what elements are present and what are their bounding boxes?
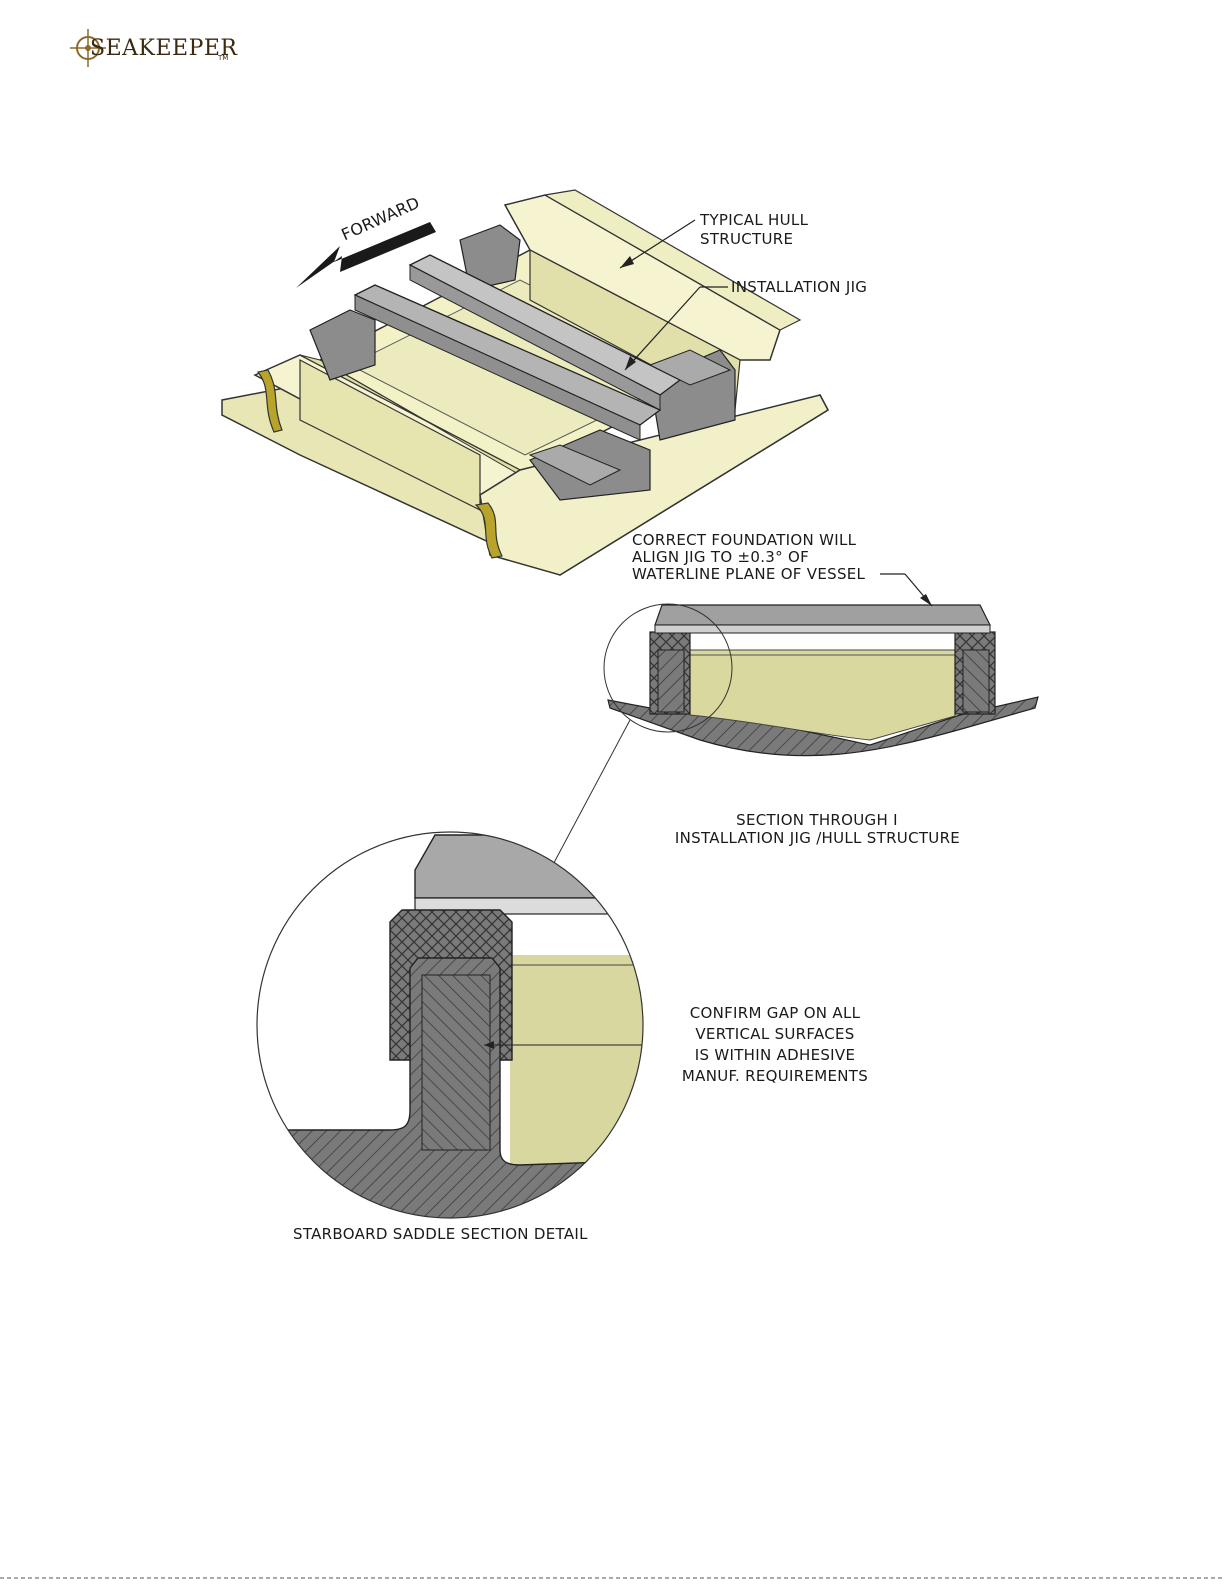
- foundation-label-line3: WATERLINE PLANE OF VESSEL: [632, 564, 865, 585]
- installation-jig-label: INSTALLATION JIG: [731, 277, 867, 298]
- section-view: [604, 604, 1038, 756]
- gap-note-line4: MANUF. REQUIREMENTS: [660, 1066, 890, 1087]
- detail-view: [255, 830, 668, 1230]
- gap-note-line1: CONFIRM GAP ON ALL: [660, 1003, 890, 1024]
- gap-note-line2: VERTICAL SURFACES: [660, 1024, 890, 1045]
- detail-caption: STARBOARD SADDLE SECTION DETAIL: [293, 1224, 588, 1245]
- section-title-line2: INSTALLATION JIG /HULL STRUCTURE: [650, 828, 985, 849]
- hull-structure-label-line2: STRUCTURE: [700, 229, 793, 250]
- hull-structure-label-line1: TYPICAL HULL: [700, 210, 808, 231]
- detail-connector: [548, 720, 630, 874]
- gap-note-line3: IS WITHIN ADHESIVE: [660, 1045, 890, 1066]
